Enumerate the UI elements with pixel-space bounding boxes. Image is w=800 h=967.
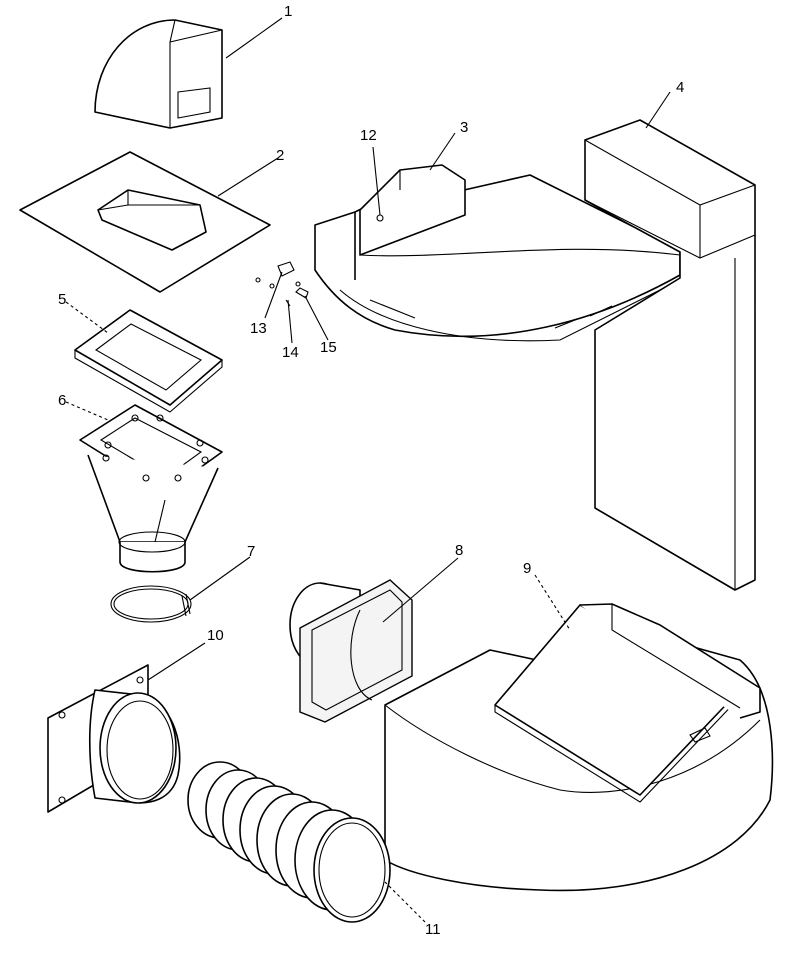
callout-3: 3 xyxy=(460,119,468,136)
part-1-hood-cap xyxy=(94,19,223,129)
callout-15: 15 xyxy=(320,339,337,356)
part-5-square-frame xyxy=(74,309,223,413)
callout-4: 4 xyxy=(676,79,684,96)
part-7-clamp-ring xyxy=(110,585,192,623)
small-hardware xyxy=(255,261,309,307)
callout-2: 2 xyxy=(276,147,284,164)
callout-1: 1 xyxy=(284,3,292,20)
callout-labels: 1 2 3 4 5 6 7 8 9 10 11 12 13 14 15 xyxy=(58,3,684,938)
callout-8: 8 xyxy=(455,542,463,559)
callout-14: 14 xyxy=(282,344,299,361)
callout-10: 10 xyxy=(207,627,224,644)
callout-12: 12 xyxy=(360,127,377,144)
part-6-transition xyxy=(79,404,223,573)
part-8-collar-adapter xyxy=(289,579,413,723)
leader-lines xyxy=(65,17,671,923)
callout-7: 7 xyxy=(247,543,255,560)
callout-6: 6 xyxy=(58,392,66,409)
part-3-curved-duct xyxy=(314,164,681,342)
part-10-flanged-collar xyxy=(47,664,181,813)
callout-13: 13 xyxy=(250,320,267,337)
part-4-vertical-duct xyxy=(584,119,756,591)
callout-9: 9 xyxy=(523,560,531,577)
callout-5: 5 xyxy=(58,291,66,308)
callout-11: 11 xyxy=(425,921,441,938)
part-2-roof-flashing xyxy=(19,151,271,293)
part-9-plenum-box xyxy=(384,603,774,892)
part-11-flex-duct xyxy=(187,761,391,923)
